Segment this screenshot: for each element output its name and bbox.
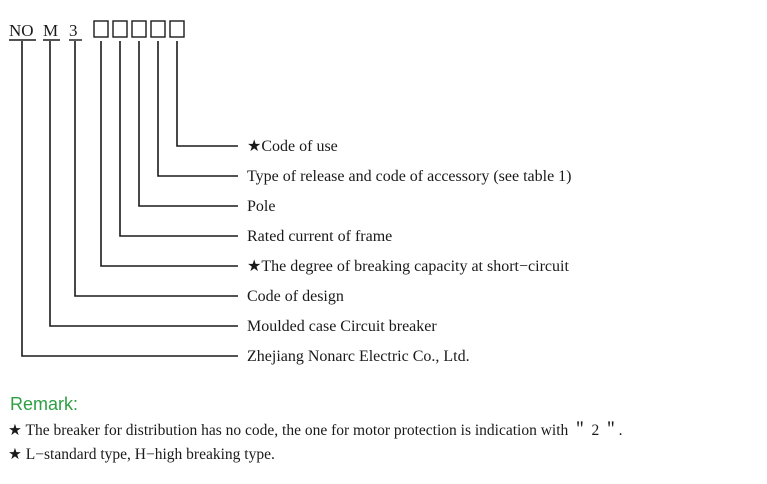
remark-section: Remark: ★ The breaker for distribution h…: [8, 394, 763, 467]
remark-note: ★ The breaker for distribution has no co…: [8, 422, 623, 439]
leader-line-design: [74, 41, 238, 297]
leader-line-use: [176, 41, 238, 147]
code-box-3: [131, 20, 147, 38]
code-box-5: [169, 20, 185, 38]
field-label-case: Moulded case Circuit breaker: [247, 318, 437, 335]
field-label-rated: Rated current of frame: [247, 228, 392, 245]
code-part-m: M: [43, 21, 58, 40]
code-box-4: [150, 20, 166, 38]
leader-line-pole: [138, 41, 238, 207]
field-label-breaking: ★The degree of breaking capacity at shor…: [247, 258, 569, 275]
code-part-3: 3: [69, 21, 78, 40]
leader-line-release: [157, 41, 238, 177]
leader-line-rated: [119, 41, 238, 237]
code-box-2: [112, 20, 128, 38]
leader-line-breaking: [100, 41, 238, 267]
field-label-pole: Pole: [247, 198, 275, 215]
leader-line-company: [21, 41, 238, 357]
remark-note: ★ L−standard type, H−high breaking type.: [8, 446, 275, 463]
field-label-use: ★Code of use: [247, 138, 338, 155]
leader-line-case: [49, 41, 238, 327]
code-box-1: [93, 20, 109, 38]
field-label-release: Type of release and code of accessory (s…: [247, 168, 572, 185]
field-label-design: Code of design: [247, 288, 344, 305]
code-part-no: NO: [9, 21, 34, 40]
field-label-company: Zhejiang Nonarc Electric Co., Ltd.: [247, 348, 470, 365]
model-code-diagram: NO M 3 ★Code of use Type of release and …: [9, 20, 572, 365]
remark-title: Remark:: [10, 394, 79, 414]
